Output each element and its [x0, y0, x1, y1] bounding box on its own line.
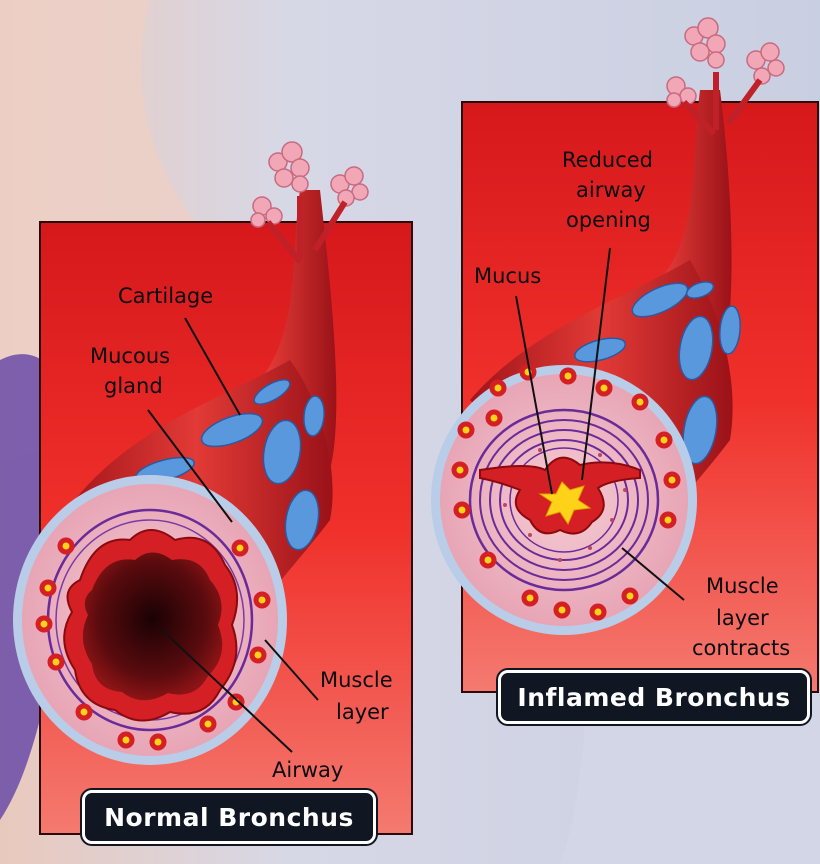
label-muscle-layer-line1: Muscle — [320, 668, 393, 693]
label-muscle-contracts-line3: contracts — [692, 636, 790, 661]
label-muscle-contracts-line1: Muscle — [706, 574, 779, 599]
inflamed-bronchus-title: Inflamed Bronchus — [498, 670, 810, 724]
normal-cross-section — [13, 475, 287, 765]
label-mucous-gland-line2: gland — [104, 374, 163, 399]
label-reduced-line3: opening — [566, 208, 651, 233]
label-muscle-layer-line2: layer — [336, 700, 389, 725]
label-airway: Airway — [272, 758, 343, 783]
inflamed-cross-section — [431, 365, 697, 635]
label-reduced-line1: Reduced — [562, 148, 653, 173]
normal-airway-lumen — [83, 553, 222, 701]
label-mucous-gland-line1: Mucous — [90, 344, 170, 369]
label-muscle-contracts-line2: layer — [716, 606, 769, 631]
label-reduced-line2: airway — [576, 178, 646, 203]
normal-bronchus-title: Normal Bronchus — [82, 790, 376, 844]
label-cartilage: Cartilage — [118, 284, 213, 309]
label-mucus: Mucus — [474, 264, 541, 289]
